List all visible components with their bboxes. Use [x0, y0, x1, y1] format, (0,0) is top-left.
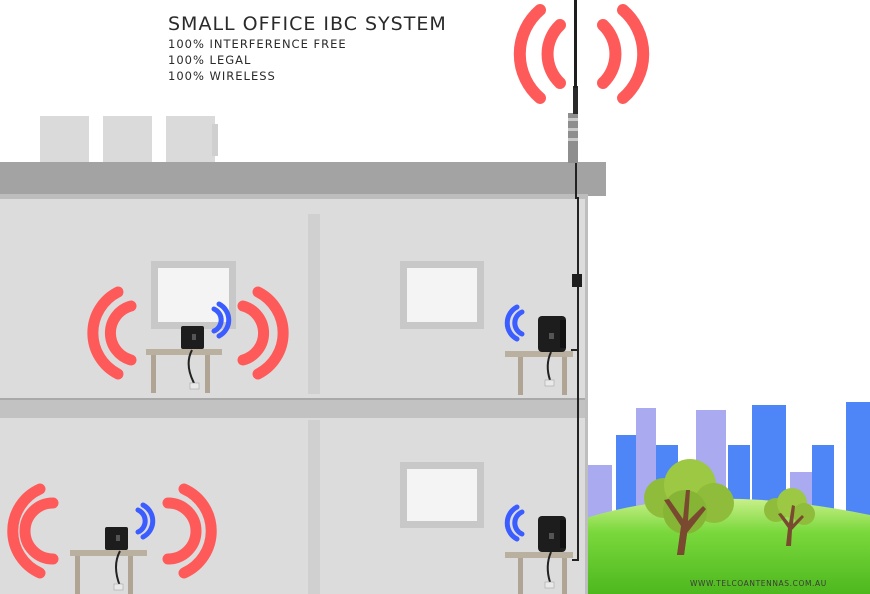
rooftop-units	[40, 116, 218, 162]
repeater-device-icon	[538, 316, 566, 387]
signal-wave-icon	[504, 504, 525, 542]
tree-icon	[764, 488, 815, 546]
feature-line-1: 100% INTERFERENCE FREE	[168, 37, 347, 51]
signal-wave-icon	[87, 286, 289, 380]
feeder-cable	[572, 160, 579, 561]
desk	[505, 351, 573, 395]
window	[400, 261, 484, 329]
signal-wave-icon	[513, 4, 650, 104]
signal-wave-icon	[504, 304, 525, 342]
cable-splitter	[572, 274, 582, 287]
building	[0, 162, 606, 594]
desk	[70, 550, 147, 594]
desk	[505, 552, 573, 594]
window	[400, 462, 484, 528]
repeater-device-icon	[538, 516, 566, 589]
diagram-title: SMALL OFFICE IBC SYSTEM	[168, 13, 447, 35]
repeater-device-icon	[181, 326, 204, 390]
tree-icon	[644, 459, 734, 555]
feature-line-2: 100% LEGAL	[168, 53, 252, 67]
roof-antenna-icon	[568, 0, 578, 163]
feature-line-3: 100% WIRELESS	[168, 69, 276, 83]
signal-wave-icon	[7, 483, 217, 579]
heading-block: SMALL OFFICE IBC SYSTEM 100% INTERFERENC…	[168, 12, 447, 84]
repeater-device-icon	[105, 527, 128, 591]
footer-url: WWW.TELCOANTENNAS.COM.AU	[690, 579, 827, 588]
desk	[146, 349, 222, 393]
